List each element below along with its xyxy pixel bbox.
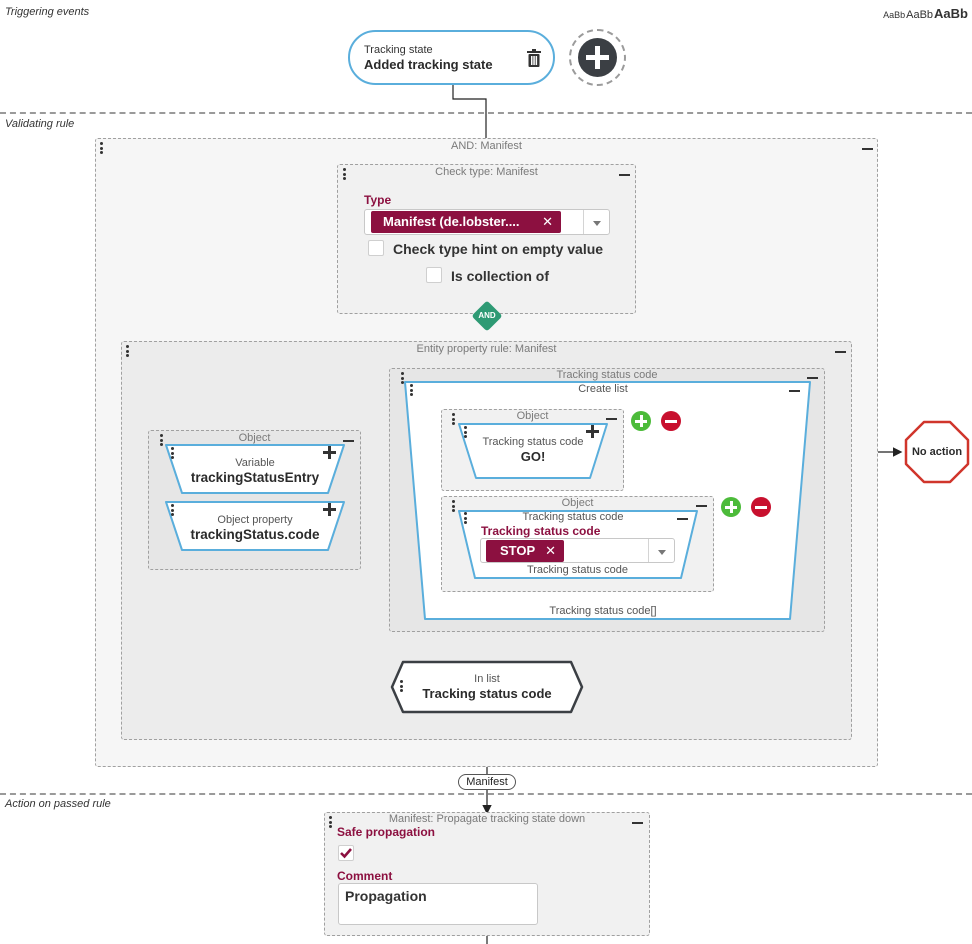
- type-label: Type: [364, 193, 392, 207]
- drag-handle-icon[interactable]: [401, 372, 405, 386]
- and-connector-label: AND: [478, 311, 496, 320]
- font-size-medium[interactable]: AaBb: [906, 9, 934, 21]
- type-chip[interactable]: Manifest (de.lobster.... ✕: [371, 211, 561, 233]
- drag-handle-icon[interactable]: [171, 504, 175, 518]
- drag-handle-icon[interactable]: [452, 500, 456, 514]
- create-list-title: Create list: [578, 383, 628, 395]
- edge-label-manifest: Manifest: [458, 774, 516, 790]
- safe-propagation-checkbox[interactable]: [338, 845, 354, 861]
- object-title: Object: [238, 432, 271, 444]
- value-node-inner-title: Tracking status code: [522, 511, 624, 523]
- trigger-value: Added tracking state: [364, 57, 493, 72]
- value-node-value: GO!: [520, 449, 546, 464]
- check-type-title: Check type: Manifest: [435, 166, 538, 178]
- no-action-node[interactable]: [904, 420, 970, 484]
- action-box[interactable]: Manifest: Propagate tracking state down …: [324, 812, 650, 936]
- chevron-down-icon: [593, 221, 601, 226]
- remove-item-button[interactable]: [751, 497, 771, 517]
- drag-handle-icon[interactable]: [343, 168, 347, 182]
- entity-property-rule-title: Entity property rule: Manifest: [416, 343, 557, 355]
- drag-handle-icon[interactable]: [126, 345, 130, 359]
- type-chip-label: Manifest (de.lobster....: [383, 214, 520, 229]
- collapse-icon[interactable]: [343, 440, 354, 442]
- chevron-down-icon: [658, 550, 666, 555]
- tracking-status-code-field-label: Tracking status code: [481, 524, 601, 538]
- object-title: Object: [561, 497, 594, 509]
- plus-circle-icon: [578, 38, 617, 77]
- comment-value: Propagation: [345, 888, 427, 904]
- trash-icon[interactable]: [527, 49, 541, 67]
- value-node-label: Tracking status code: [482, 436, 584, 448]
- tracking-status-code-title: Tracking status code: [556, 369, 658, 381]
- comment-label: Comment: [337, 869, 393, 883]
- section-label-action: Action on passed rule: [5, 798, 111, 810]
- action-title: Manifest: Propagate tracking state down: [388, 813, 586, 825]
- collapse-icon[interactable]: [696, 505, 707, 507]
- section-label-validating-rule: Validating rule: [5, 118, 75, 130]
- collapse-icon[interactable]: [606, 418, 617, 420]
- check-type-hint-checkbox[interactable]: [368, 240, 384, 256]
- remove-item-button[interactable]: [661, 411, 681, 431]
- check-icon: [340, 848, 352, 859]
- type-select[interactable]: Manifest (de.lobster.... ✕: [364, 209, 610, 235]
- add-item-button[interactable]: [721, 497, 741, 517]
- no-action-label: No action: [911, 446, 963, 458]
- add-icon[interactable]: [586, 425, 599, 438]
- trigger-tracking-state[interactable]: Tracking state Added tracking state: [348, 30, 555, 85]
- object-property-label: Object property: [217, 514, 293, 526]
- in-list-node[interactable]: [390, 660, 584, 714]
- in-list-label: In list: [474, 673, 500, 685]
- collapse-icon[interactable]: [835, 351, 846, 353]
- drag-handle-icon[interactable]: [410, 384, 414, 398]
- drag-handle-icon[interactable]: [400, 680, 404, 694]
- drag-handle-icon[interactable]: [160, 434, 164, 448]
- drag-handle-icon[interactable]: [171, 447, 175, 461]
- collapse-icon[interactable]: [807, 377, 818, 379]
- variable-label: Variable: [235, 457, 275, 469]
- drag-handle-icon[interactable]: [464, 426, 468, 440]
- check-type-box[interactable]: Check type: Manifest Type Manifest (de.l…: [337, 164, 636, 314]
- variable-value: trackingStatusEntry: [190, 470, 320, 485]
- in-list-value: Tracking status code: [422, 686, 552, 701]
- section-separator: [0, 793, 972, 795]
- add-item-button[interactable]: [631, 411, 651, 431]
- font-size-small[interactable]: AaBb: [883, 10, 906, 20]
- remove-chip-icon[interactable]: ✕: [542, 214, 553, 229]
- add-icon[interactable]: [323, 446, 336, 459]
- stop-chip[interactable]: STOP ✕: [486, 540, 564, 562]
- drag-handle-icon[interactable]: [464, 512, 468, 526]
- create-list-footer: Tracking status code[]: [549, 605, 657, 617]
- remove-chip-icon[interactable]: ✕: [545, 543, 556, 558]
- comment-input[interactable]: Propagation: [338, 883, 538, 925]
- safe-propagation-label: Safe propagation: [337, 825, 436, 839]
- check-type-hint-label: Check type hint on empty value: [393, 241, 604, 257]
- font-size-large[interactable]: AaBb: [934, 6, 968, 21]
- dropdown-toggle[interactable]: [648, 539, 674, 562]
- drag-handle-icon[interactable]: [100, 142, 104, 156]
- is-collection-label: Is collection of: [451, 268, 550, 284]
- trigger-small-label: Tracking state: [364, 44, 433, 56]
- dropdown-toggle[interactable]: [583, 210, 609, 234]
- font-size-control[interactable]: AaBbAaBbAaBb: [882, 5, 968, 23]
- drag-handle-icon[interactable]: [452, 413, 456, 427]
- value-node-go[interactable]: [457, 422, 609, 480]
- collapse-icon[interactable]: [619, 174, 630, 176]
- section-label-triggering-events: Triggering events: [5, 6, 90, 18]
- drag-handle-icon[interactable]: [329, 816, 333, 830]
- object-title: Object: [516, 410, 549, 422]
- stop-chip-label: STOP: [500, 543, 536, 558]
- collapse-icon[interactable]: [862, 148, 873, 150]
- variable-node[interactable]: [164, 443, 346, 495]
- add-trigger-button[interactable]: [569, 29, 626, 86]
- value-node-footer: Tracking status code: [526, 564, 629, 576]
- object-property-value: trackingStatus.code: [190, 527, 320, 542]
- and-manifest-title: AND: Manifest: [451, 140, 522, 152]
- object-property-node[interactable]: [164, 500, 346, 552]
- collapse-icon[interactable]: [632, 822, 643, 824]
- is-collection-checkbox[interactable]: [426, 267, 442, 283]
- collapse-icon[interactable]: [677, 518, 688, 520]
- tracking-status-code-select[interactable]: STOP ✕: [480, 538, 675, 563]
- add-icon[interactable]: [323, 503, 336, 516]
- collapse-icon[interactable]: [789, 390, 800, 392]
